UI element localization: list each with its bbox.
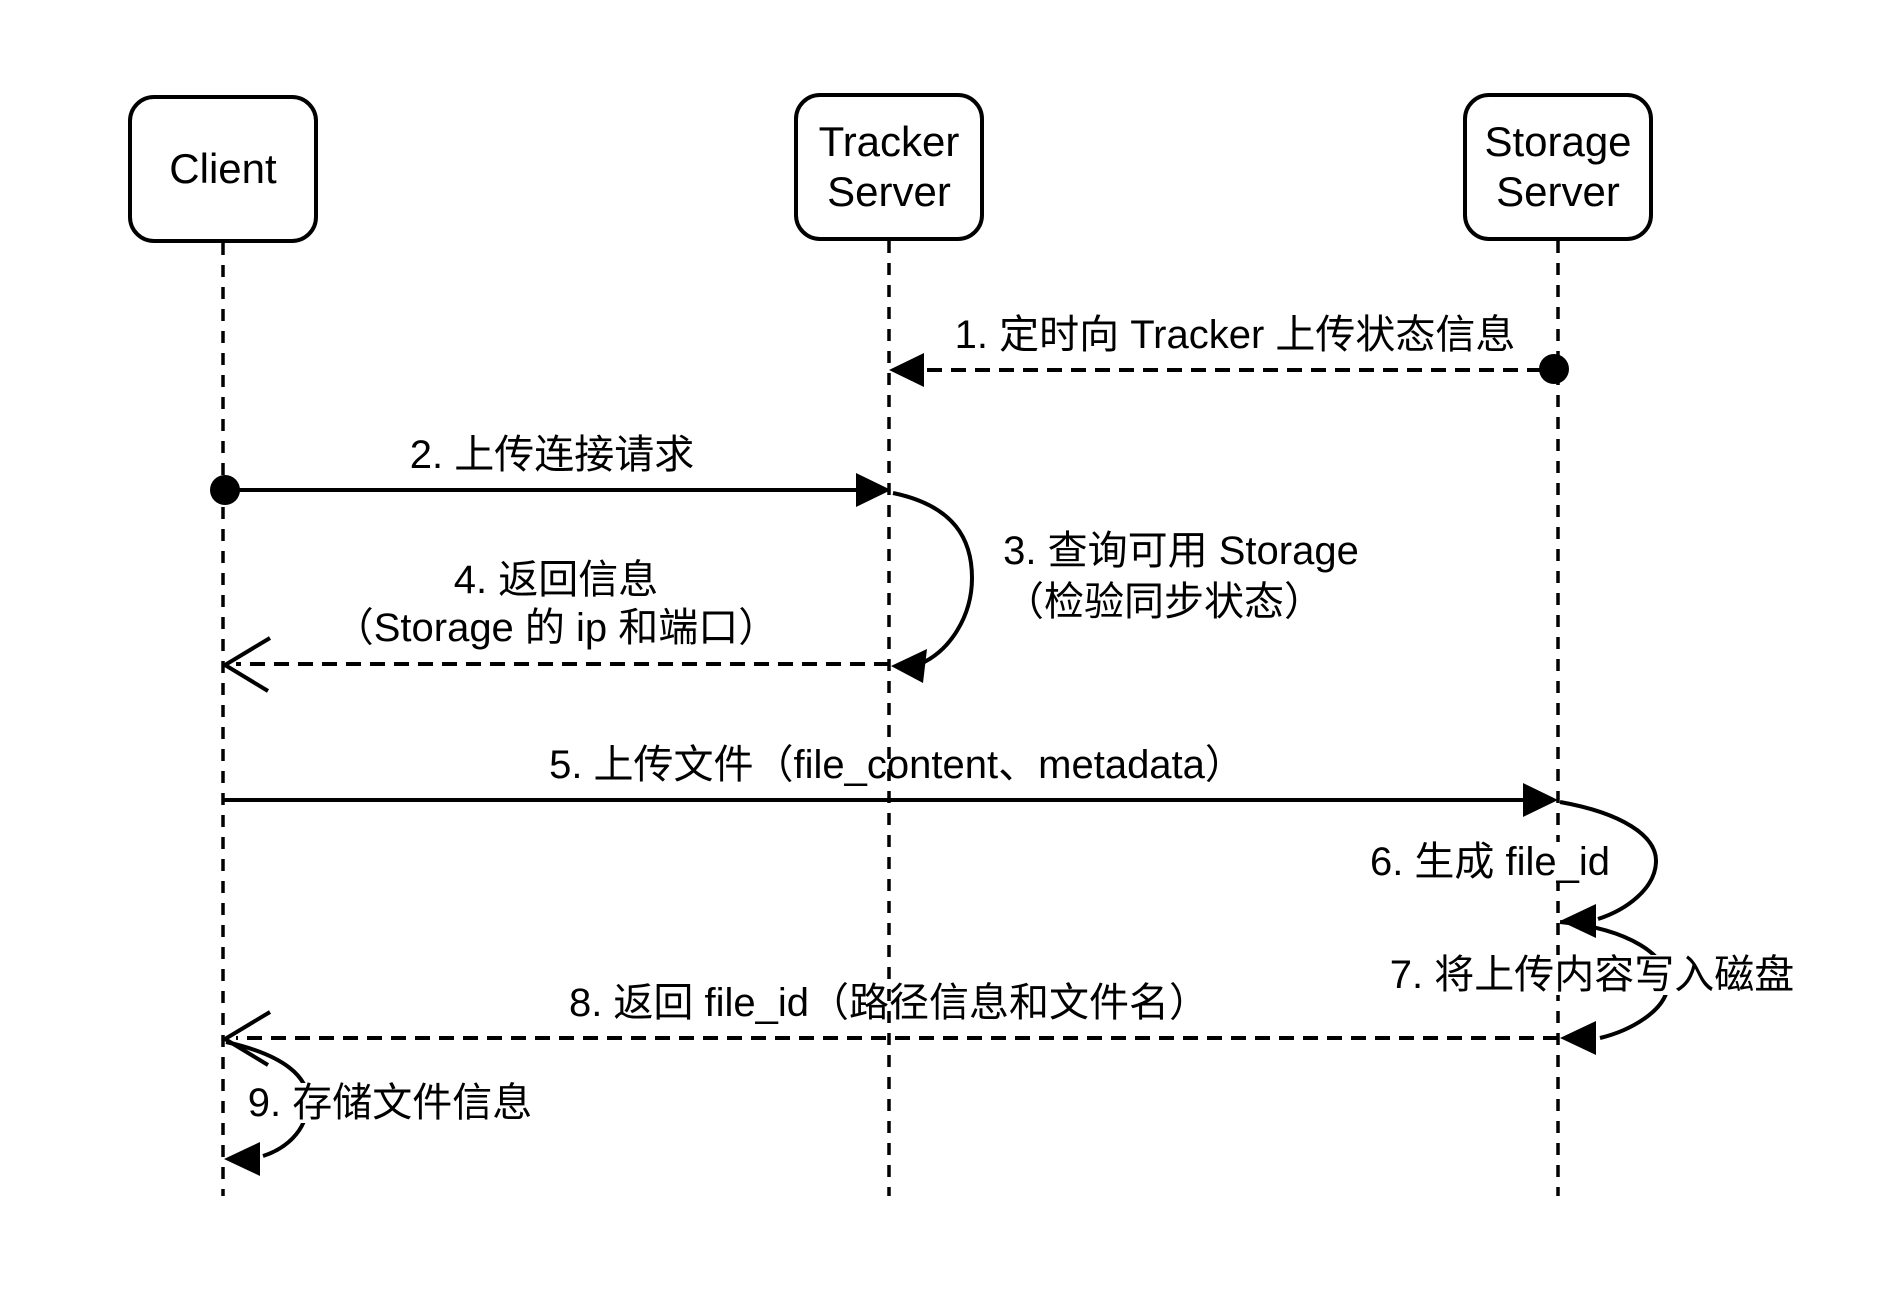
message-3-label-line2: （检验同步状态） (1004, 580, 1324, 624)
message-1-label: 1. 定时向 Tracker 上传状态信息 (954, 313, 1516, 357)
message-2-origin-dot (210, 475, 240, 505)
message-3-arrowhead (891, 649, 927, 683)
actor-box-storage: Storage Server (1463, 93, 1653, 241)
message-4-label-line1: 4. 返回信息 (453, 558, 659, 602)
message-8-label: 8. 返回 file_id（路径信息和文件名） (568, 981, 1210, 1025)
message-6-arrowhead (1560, 904, 1596, 938)
message-6-loop (1559, 800, 1659, 921)
message-4-label-line2: （Storage 的 ip 和端口） (333, 606, 779, 650)
message-8-arrowhead (221, 1010, 272, 1067)
actor-box-client: Client (128, 95, 318, 243)
message-6-label: 6. 生成 file_id (1367, 840, 1613, 884)
message-2-label: 2. 上传连接请求 (409, 433, 695, 477)
message-7-label: 7. 将上传内容写入磁盘 (1387, 953, 1797, 997)
message-5-arrowhead (1523, 783, 1558, 817)
message-3-loop (892, 491, 975, 666)
message-1-arrowhead (889, 353, 924, 387)
message-3-label-line1: 3. 查询可用 Storage (1003, 529, 1359, 573)
actor-box-tracker: Tracker Server (794, 93, 984, 241)
message-2-arrowhead (856, 473, 891, 507)
message-7-arrowhead (1560, 1021, 1596, 1055)
message-4-arrowhead (221, 636, 272, 693)
message-9-arrowhead (224, 1142, 260, 1176)
message-1-origin-dot (1539, 354, 1569, 384)
message-9-label: 9. 存储文件信息 (245, 1081, 535, 1125)
message-5-label: 5. 上传文件（file_content、metadata） (549, 743, 1245, 787)
